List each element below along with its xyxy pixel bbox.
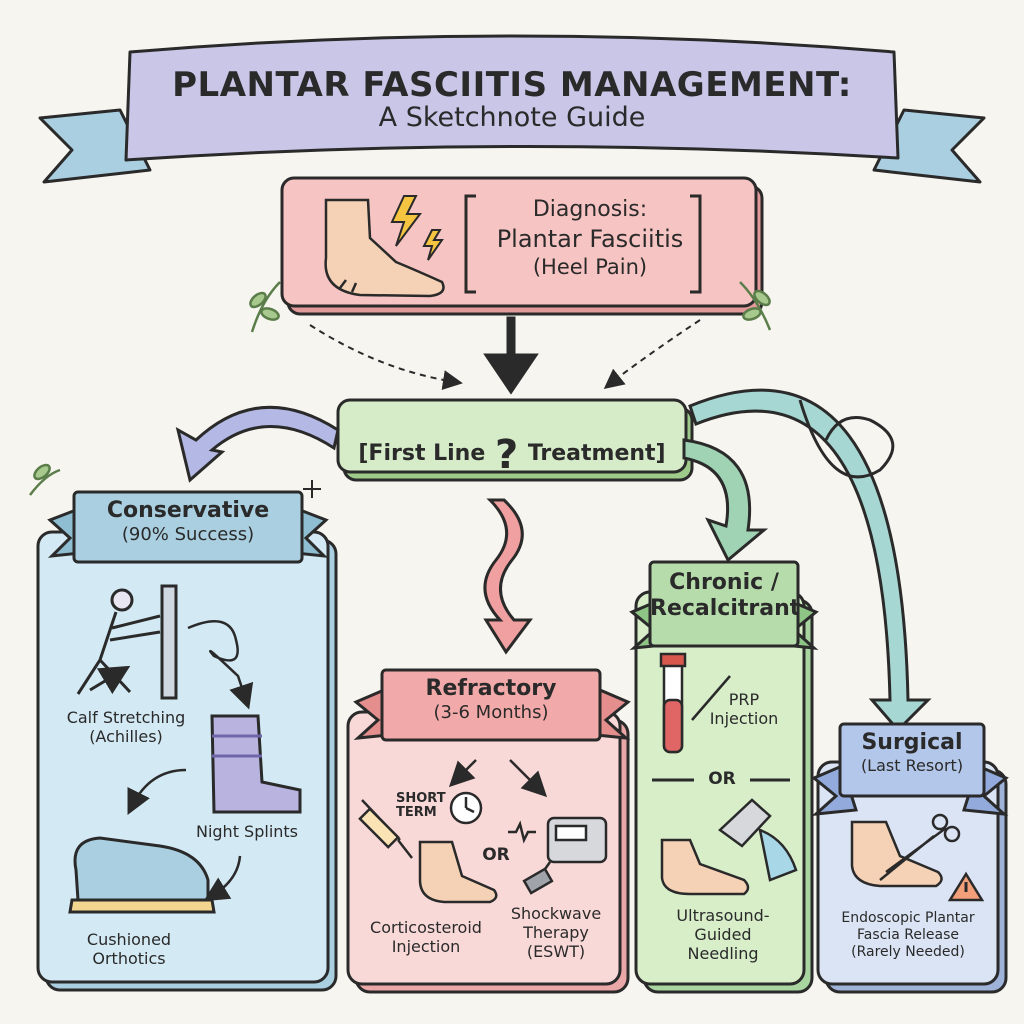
conservative-success: (90% Success): [121, 524, 255, 546]
calf-stretching-line-2: (Achilles): [89, 727, 163, 747]
surgical-title: Surgical (Last Resort): [840, 730, 984, 776]
scalpel-icon: [879, 813, 961, 881]
chronic-or: OR: [708, 769, 736, 789]
diagnosis-brackets: [464, 194, 702, 294]
refractory-heading: Refractory: [425, 676, 557, 701]
calf-stretching-line-1: Calf Stretching: [66, 708, 186, 727]
chronic-heading-2: Recalcitrant: [650, 596, 801, 622]
refractory-panel: [346, 710, 630, 994]
main-down-arrow: [483, 316, 539, 395]
corticosteroid-line-2: Injection: [391, 937, 461, 957]
foot-icon: [850, 820, 943, 888]
conservative-arrows: [127, 620, 254, 902]
refractory-banner: [353, 668, 631, 742]
shockwave-label: Shockwave Therapy (ESWT): [496, 904, 616, 962]
refractory-arrows: [448, 759, 548, 798]
title-banner: [38, 34, 986, 184]
conservative-banner: [47, 490, 329, 564]
calf-stretching-label: Calf Stretching (Achilles): [46, 708, 206, 746]
shockwave-line-3: (ESWT): [526, 942, 586, 962]
endoscopic-line-3: (Rarely Needed): [851, 943, 965, 960]
surgical-banner: [811, 722, 1009, 816]
page-subtitle: A Sketchnote Guide: [378, 102, 646, 133]
leaf-icon: [29, 281, 772, 496]
chronic-title: Chronic / Recalcitrant: [650, 570, 801, 623]
dashed-connectors: [309, 319, 701, 390]
refractory-title: Refractory (3-6 Months): [382, 676, 600, 724]
clock-icon: [449, 791, 483, 825]
orthotics-label: Cushioned Orthotics: [54, 930, 204, 968]
short-term-line-2: TERM: [396, 805, 437, 821]
shockwave-line-2: Therapy: [523, 923, 589, 943]
first-line-left: [First Line: [358, 441, 486, 466]
diagnosis-line-2: Plantar Fasciitis: [496, 224, 684, 253]
lightning-icon: [390, 195, 444, 261]
prp-line-1: PRP: [728, 690, 760, 709]
endoscopic-line-2: Fascia Release: [857, 926, 959, 943]
diagnosis-text: Diagnosis: Plantar Fasciitis (Heel Pain): [470, 196, 710, 280]
surgical-heading: Surgical: [861, 730, 963, 755]
short-term-label: SHORT TERM: [396, 791, 456, 821]
first-line-label: [First Line ? Treatment]: [338, 432, 686, 478]
ultrasound-line-2: Guided: [694, 925, 752, 945]
shockwave-line-1: Shockwave: [510, 904, 602, 923]
prp-label: PRP Injection: [694, 690, 794, 728]
first-line-right: Treatment]: [527, 441, 666, 466]
endoscopic-release-label: Endoscopic Plantar Fascia Release (Rarel…: [822, 910, 994, 960]
ultrasound-line-1: Ultrasound-: [676, 906, 770, 925]
diagnosis-line-1: Diagnosis:: [532, 197, 648, 222]
first-line-box: [336, 398, 694, 482]
refractory-or: OR: [482, 845, 510, 865]
ultrasound-probe-icon: [660, 798, 798, 896]
shockwave-device-icon: [508, 816, 608, 895]
orthotics-line-2: Orthotics: [92, 949, 166, 969]
diagnosis-line-3: (Heel Pain): [532, 254, 648, 279]
surgical-note: (Last Resort): [860, 756, 964, 776]
orthotics-line-1: Cushioned: [86, 930, 172, 949]
corticosteroid-label: Corticosteroid Injection: [356, 918, 496, 956]
warning-icon: [947, 871, 985, 902]
prp-line-2: Injection: [709, 709, 779, 729]
page-title: PLANTAR FASCIITIS MANAGEMENT:: [172, 65, 852, 105]
ultrasound-line-3: Needling: [687, 944, 759, 964]
stretching-figure-icon: [76, 584, 178, 700]
night-splint-icon: [210, 714, 302, 814]
chronic-banner: [629, 560, 819, 650]
syringe-icon: [358, 799, 413, 859]
endoscopic-line-1: Endoscopic Plantar: [841, 910, 975, 926]
foot-icon: [418, 840, 498, 904]
refractory-duration: (3-6 Months): [433, 702, 549, 724]
conservative-heading: Conservative: [106, 498, 270, 523]
corticosteroid-line-1: Corticosteroid: [370, 918, 482, 937]
short-term-line-1: SHORT: [396, 791, 446, 806]
night-splints-label: Night Splints: [195, 822, 299, 841]
foot-icon: [324, 198, 445, 298]
chronic-heading-1: Chronic /: [669, 570, 779, 595]
ultrasound-label: Ultrasound- Guided Needling: [648, 906, 798, 964]
question-icon: ?: [494, 432, 519, 478]
conservative-panel: [36, 530, 338, 992]
prp-vial-icon: [659, 652, 731, 754]
conservative-title: Conservative (90% Success): [74, 498, 302, 546]
